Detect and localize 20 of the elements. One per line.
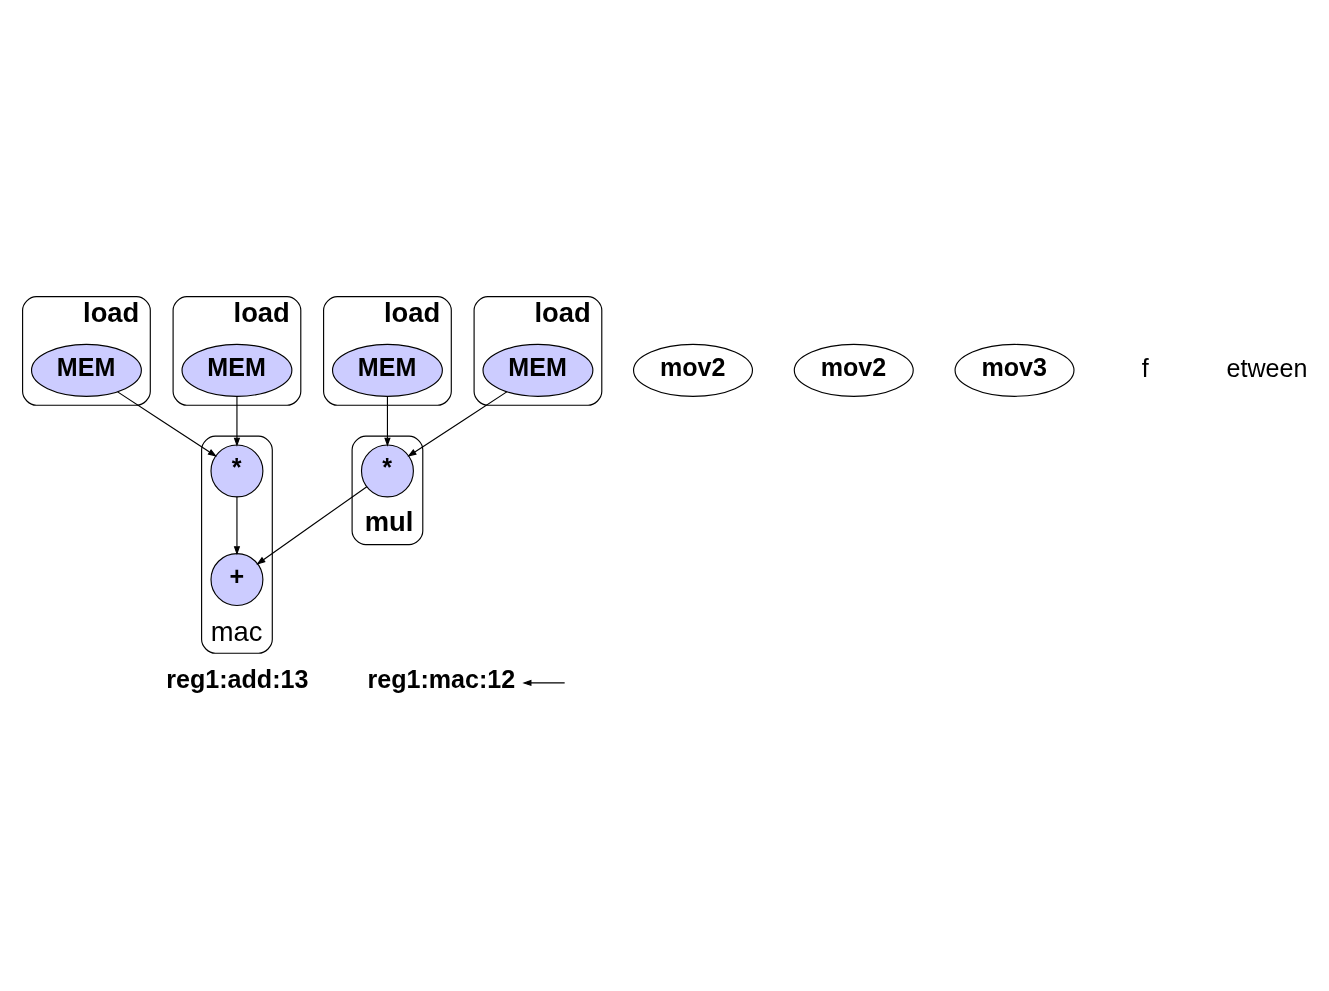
node-ellipse: MEM bbox=[331, 343, 443, 397]
arrow bbox=[233, 496, 241, 556]
node-ellipse: MEM bbox=[482, 343, 594, 397]
arrow bbox=[117, 391, 217, 457]
arrow bbox=[233, 395, 241, 447]
node-ellipse: mov2 bbox=[793, 343, 914, 397]
node-ellipse: MEM bbox=[181, 343, 293, 397]
node-ellipse: mov3 bbox=[954, 343, 1075, 397]
label: f bbox=[1141, 353, 1149, 382]
label: etween bbox=[1226, 353, 1308, 382]
node-ellipse: mov2 bbox=[632, 343, 754, 397]
label: reg1:add:13 bbox=[166, 665, 309, 694]
node-circle: * bbox=[360, 444, 414, 498]
node-ellipse: MEM bbox=[30, 343, 142, 397]
arrow bbox=[384, 395, 391, 447]
arrow bbox=[256, 486, 368, 565]
node-circle: * bbox=[210, 444, 264, 498]
arrow bbox=[407, 391, 508, 457]
node-text: reg1:mac:12 bbox=[367, 665, 516, 694]
arrow bbox=[522, 679, 566, 687]
